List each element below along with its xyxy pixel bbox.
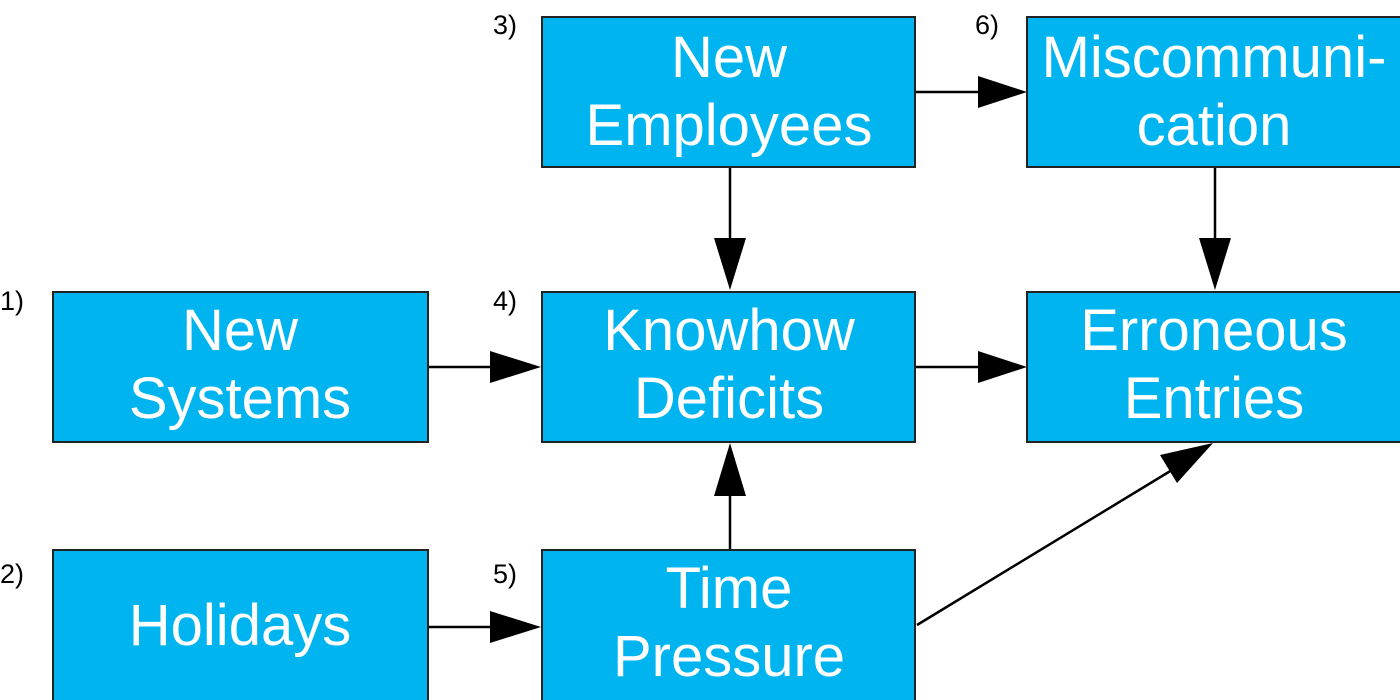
node-label-line: Deficits (634, 366, 824, 431)
node-time-pressure: 5) Time Pressure (493, 549, 916, 700)
node-label-line: Pressure (613, 624, 845, 689)
node-number: 2) (0, 559, 24, 589)
node-miscommunication: 6) Miscommuni- cation (975, 10, 1400, 168)
node-label-line: cation (1137, 93, 1292, 158)
node-label-line: Erroneous (1080, 298, 1348, 363)
node-label-line: New (182, 298, 299, 363)
node-number: 3) (493, 10, 517, 40)
edge-time-pressure-to-knowhow-deficits (714, 443, 746, 550)
node-label-line: Miscommuni- (1042, 25, 1387, 90)
node-label-line: New (671, 25, 788, 90)
node-number: 4) (493, 286, 517, 316)
node-number: 1) (0, 286, 24, 316)
node-number: 6) (975, 10, 999, 40)
edge-new-employees-to-knowhow-deficits (714, 167, 746, 290)
node-label-line: Holidays (129, 593, 351, 658)
node-number: 5) (493, 559, 517, 589)
node-holidays: 2) Holidays (0, 549, 429, 700)
node-label-line: Employees (586, 93, 873, 158)
node-label-line: Entries (1124, 366, 1305, 431)
nodes: 3) New Employees 6) Miscommuni- cation 1… (0, 10, 1400, 700)
node-erroneous-entries: Erroneous Entries (1026, 291, 1400, 443)
node-label-line: Systems (129, 366, 351, 431)
edge-holidays-to-time-pressure (428, 611, 541, 643)
node-knowhow-deficits: 4) Knowhow Deficits (493, 286, 916, 443)
edge-new-systems-to-knowhow-deficits (428, 351, 541, 383)
node-label-line: Knowhow (603, 298, 856, 363)
edge-new-employees-to-miscommunication (915, 76, 1027, 108)
edge-knowhow-deficits-to-erroneous-entries (915, 351, 1027, 383)
node-new-systems: 1) New Systems (0, 286, 429, 443)
edge-time-pressure-to-erroneous-entries (916, 443, 1213, 627)
edges (428, 76, 1231, 643)
node-new-employees: 3) New Employees (493, 10, 916, 168)
node-label-line: Time (666, 556, 793, 621)
edge-miscommunication-to-erroneous-entries (1199, 167, 1231, 290)
